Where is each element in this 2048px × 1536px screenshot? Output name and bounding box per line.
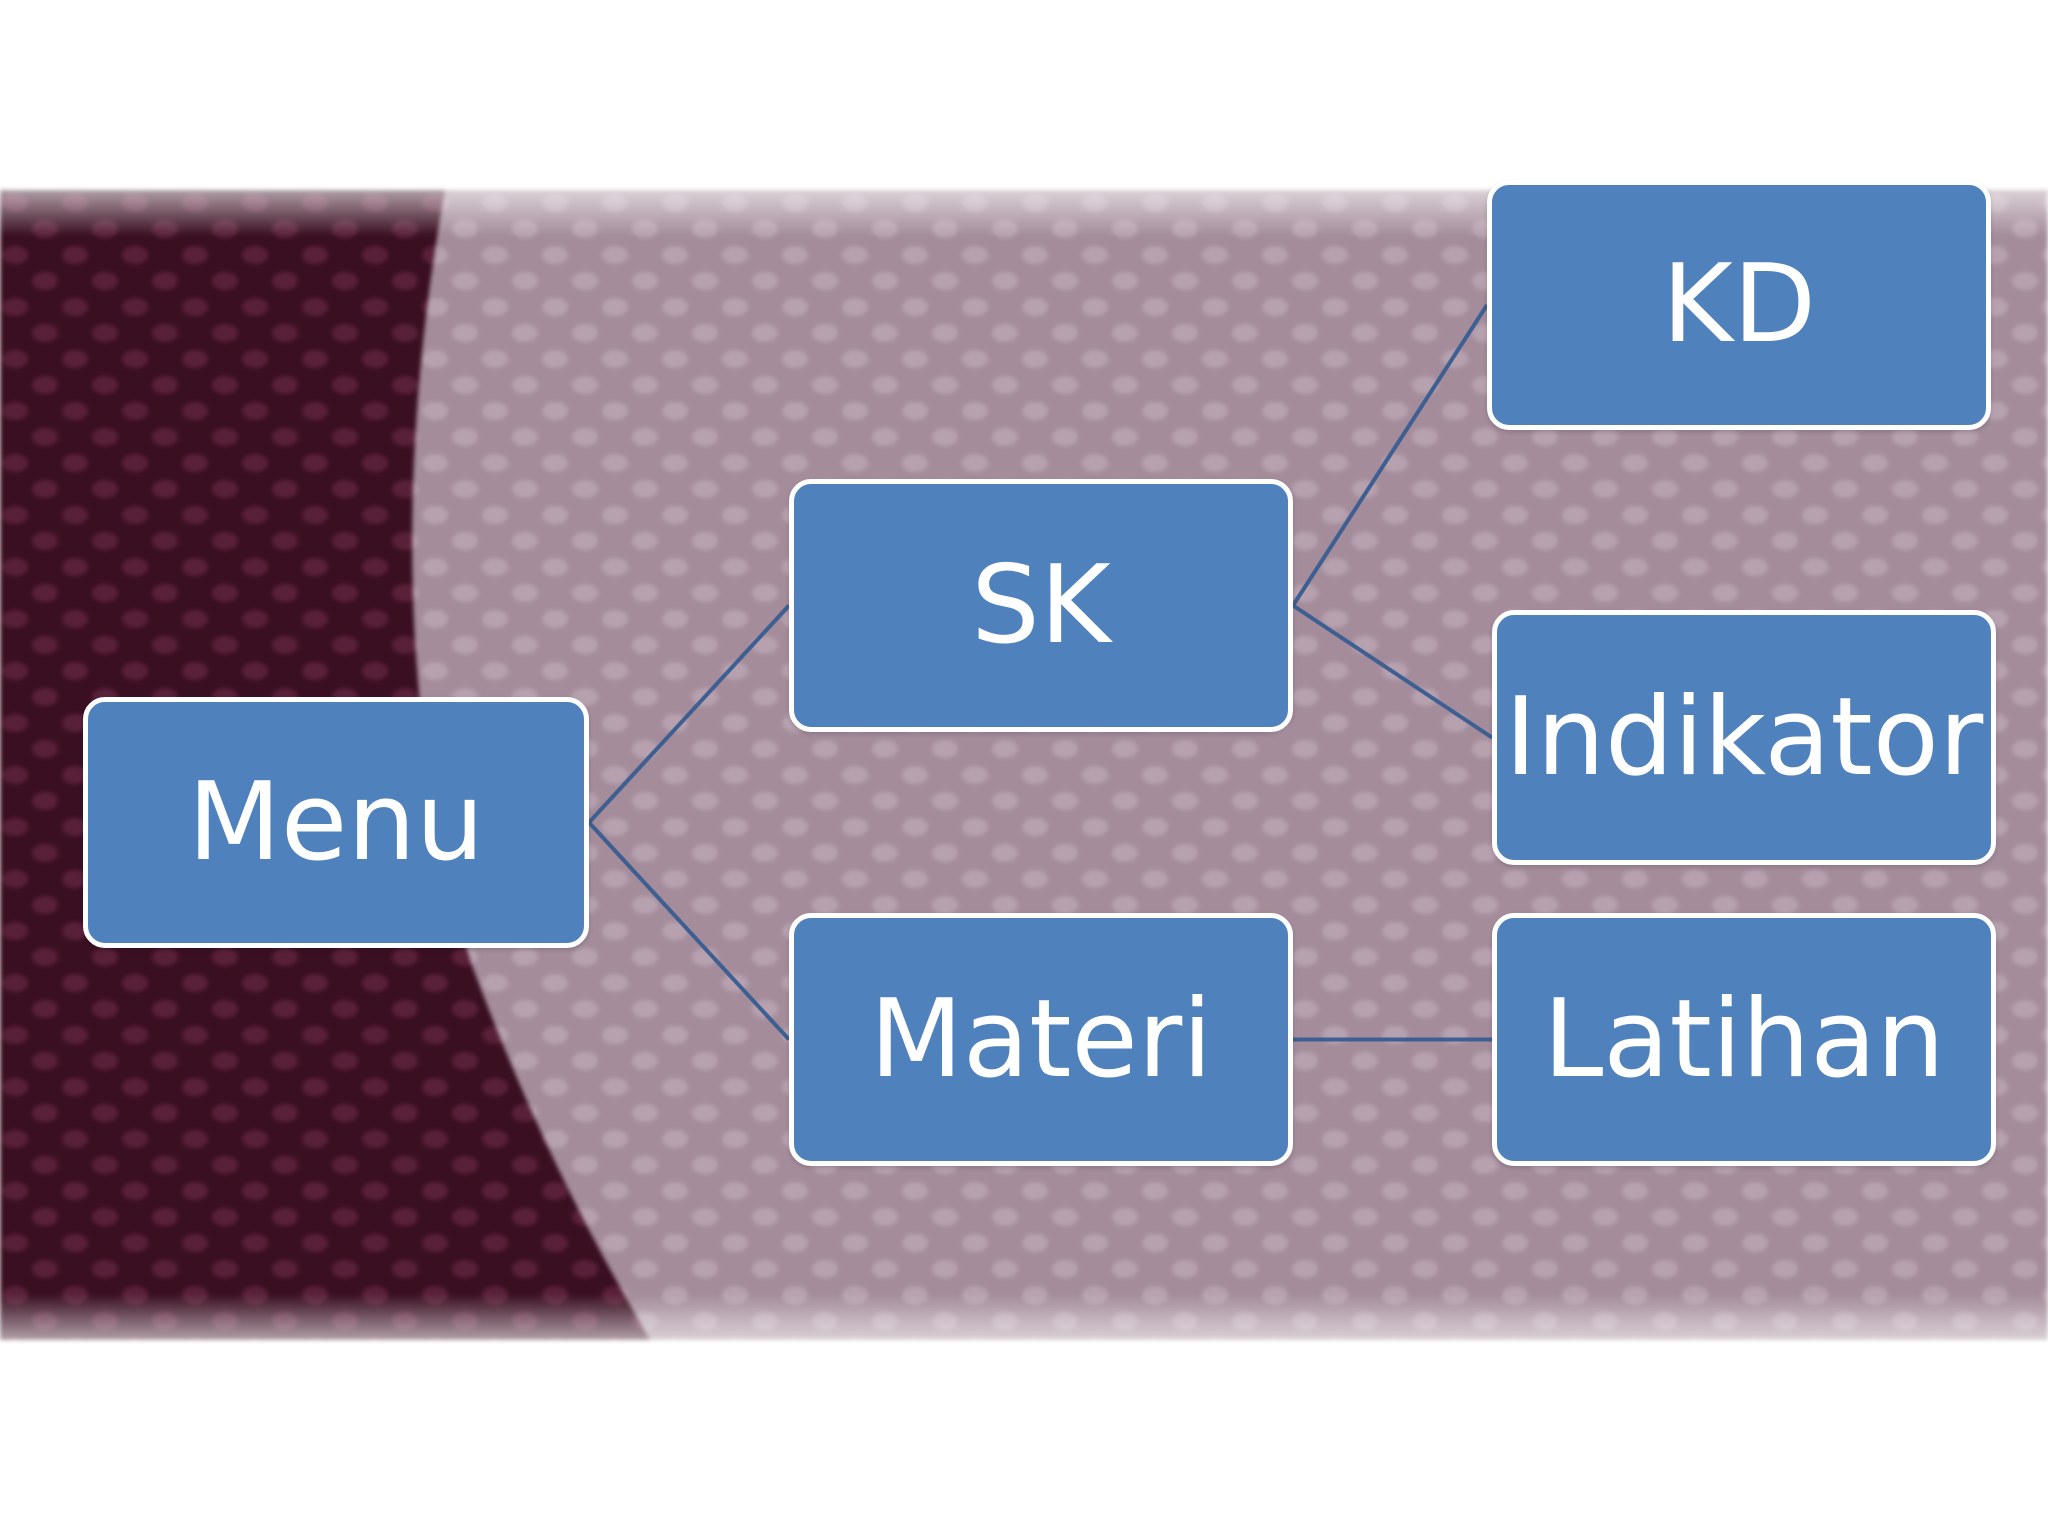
connector-menu-materi (587, 821, 791, 1041)
node-materi-label: Materi (869, 976, 1213, 1102)
node-indikator: Indikator (1492, 610, 1996, 865)
node-kd: KD (1487, 180, 1991, 430)
connector-menu-sk (587, 604, 791, 824)
node-menu: Menu (83, 697, 589, 948)
node-menu-label: Menu (187, 759, 485, 885)
node-latihan-label: Latihan (1543, 976, 1945, 1102)
node-kd-label: KD (1662, 242, 1816, 367)
node-latihan: Latihan (1492, 913, 1996, 1166)
node-sk: SK (789, 479, 1293, 732)
node-indikator-label: Indikator (1504, 674, 1984, 800)
node-sk-label: SK (971, 542, 1111, 668)
connector-sk-indikator (1291, 603, 1494, 740)
node-materi: Materi (789, 913, 1293, 1166)
connector-sk-kd (1291, 303, 1489, 607)
